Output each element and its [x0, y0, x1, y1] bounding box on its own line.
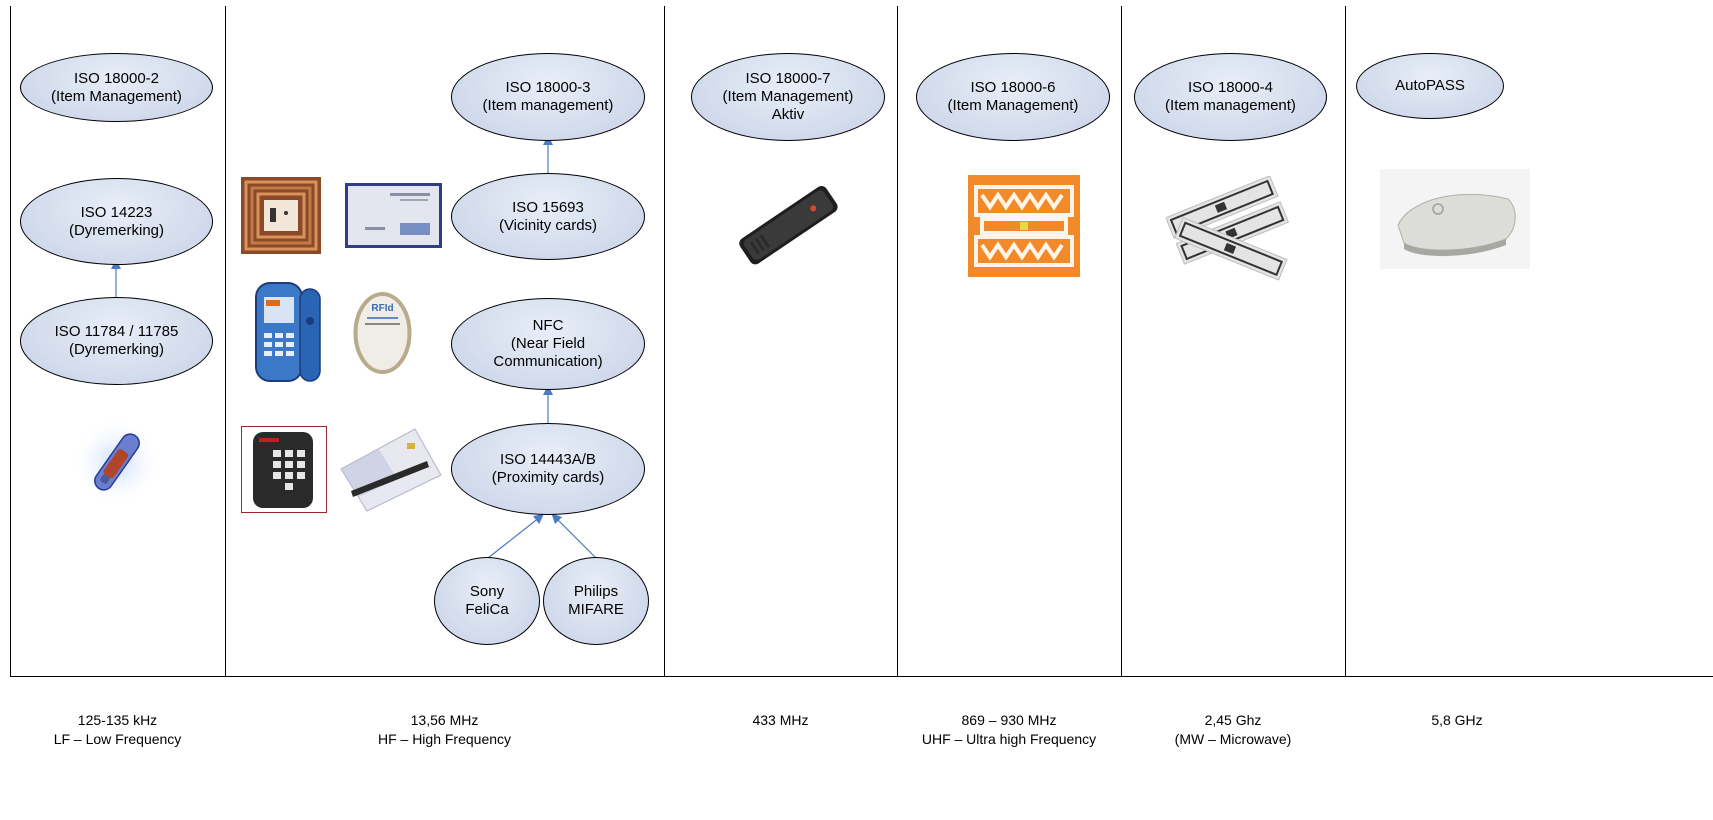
- sony-felica-label: Sony FeliCa: [465, 583, 509, 618]
- nfc-mobile-phone-icon: [255, 282, 321, 382]
- autopass-transponder-icon: [1380, 169, 1530, 269]
- iso-18000-2-label: ISO 18000-2 (Item Management): [51, 69, 182, 105]
- rfid-disc-tag-icon: RFId: [353, 292, 412, 374]
- iso-14223-label: ISO 14223 (Dyremerking): [68, 203, 164, 239]
- iso-18000-2-node: ISO 18000-2 (Item Management): [20, 53, 213, 122]
- glass-capsule-implant-icon: [72, 417, 162, 507]
- frequency-label-uhf: 869 – 930 MHz UHF – Ultra high Frequency: [921, 712, 1097, 747]
- iso-18000-4-label: ISO 18000-4 (Item management): [1165, 79, 1296, 114]
- frequency-label-hf: 13,56 MHz HF – High Frequency: [377, 712, 512, 747]
- iso-18000-3-node: ISO 18000-3 (Item management): [451, 53, 645, 141]
- copper-coil-tag-icon: [241, 177, 321, 254]
- nfc-label: NFC (Near Field Communication): [493, 317, 603, 370]
- iso-11784-label: ISO 11784 / 11785 (Dyremerking): [54, 323, 179, 358]
- nfc-node: NFC (Near Field Communication): [451, 298, 645, 390]
- iso-18000-3-label: ISO 18000-3 (Item management): [482, 79, 614, 114]
- frequency-label-433: 433 MHz: [752, 712, 809, 728]
- sony-felica-node: Sony FeliCa: [434, 557, 540, 645]
- autopass-node: AutoPASS: [1356, 53, 1504, 119]
- column-divider: [10, 6, 11, 676]
- uhf-inlay-tag-icon: [968, 175, 1080, 277]
- iso-14443-node: ISO 14443A/B (Proximity cards): [451, 423, 645, 515]
- iso-14223-node: ISO 14223 (Dyremerking): [20, 178, 213, 265]
- microwave-label-tags-icon: [1166, 176, 1290, 281]
- active-433-tag-icon: [739, 185, 838, 265]
- column-divider: [664, 6, 665, 676]
- column-divider: [225, 6, 226, 676]
- iso-15693-label: ISO 15693 (Vicinity cards): [498, 198, 598, 234]
- svg-text:RFId: RFId: [371, 303, 393, 314]
- iso-11784-node: ISO 11784 / 11785 (Dyremerking): [20, 297, 213, 385]
- iso-18000-7-node: ISO 18000-7 (Item Management) Aktiv: [691, 53, 885, 141]
- column-divider: [897, 6, 898, 676]
- keypad-reader-icon: [241, 426, 327, 513]
- frequency-label-lf: 125-135 kHz LF – Low Frequency: [53, 712, 182, 747]
- iso-18000-6-label: ISO 18000-6 (Item Management): [947, 79, 1079, 114]
- frequency-label-mw: 2,45 Ghz (MW – Microwave): [1174, 712, 1292, 747]
- iso-15693-node: ISO 15693 (Vicinity cards): [451, 173, 645, 260]
- iso-18000-7-label: ISO 18000-7 (Item Management) Aktiv: [722, 70, 854, 123]
- frequency-label-58ghz: 5,8 GHz: [1431, 712, 1483, 728]
- iso-18000-4-node: ISO 18000-4 (Item management): [1134, 53, 1327, 141]
- iso-18000-6-node: ISO 18000-6 (Item Management): [916, 53, 1110, 141]
- philips-mifare-label: Philips MIFARE: [568, 583, 624, 618]
- column-divider: [1345, 6, 1346, 676]
- column-divider: [1121, 6, 1122, 676]
- baseline-divider: [10, 676, 1713, 677]
- philips-mifare-node: Philips MIFARE: [543, 557, 649, 645]
- arrow-mifare-to-14443: [551, 513, 597, 559]
- mifare-card-icon: [340, 428, 442, 512]
- ksw-tempsens-card-icon: [345, 183, 442, 248]
- arrow-felica-to-14443: [487, 513, 544, 559]
- iso-14443-label: ISO 14443A/B (Proximity cards): [491, 451, 605, 486]
- autopass-label: AutoPASS: [1395, 77, 1465, 94]
